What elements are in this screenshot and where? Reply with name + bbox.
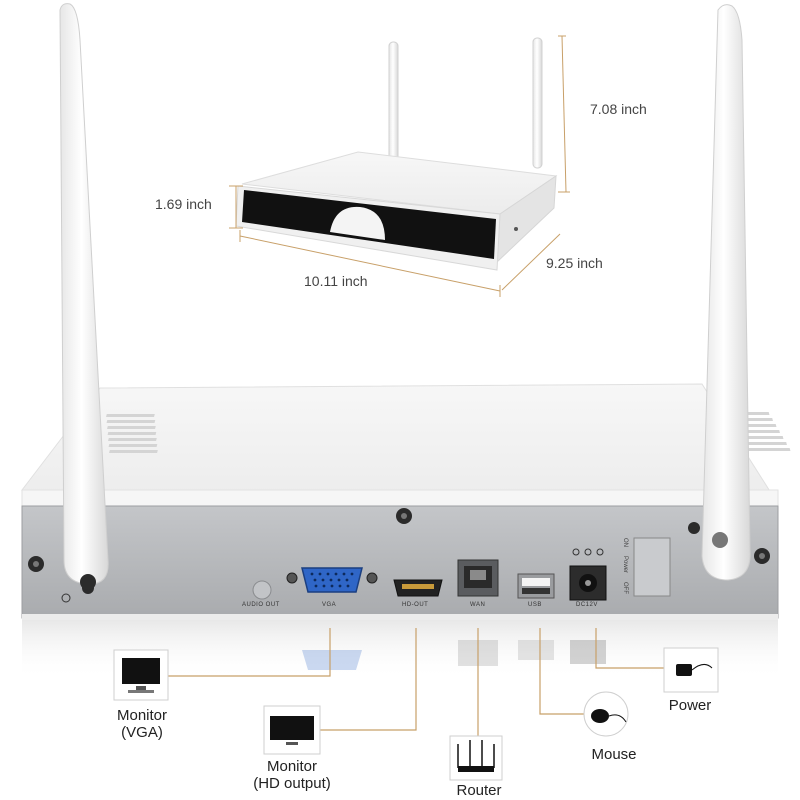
antenna-left <box>59 3 109 585</box>
audio-out-label: AUDIO OUT <box>242 602 280 608</box>
power-switch <box>633 537 671 597</box>
dimension-height-label: 7.08 inch <box>590 101 647 117</box>
antenna-right <box>701 4 751 581</box>
router-label: Router <box>456 782 502 799</box>
wan-port <box>457 559 499 597</box>
usb-label: USB <box>528 602 542 608</box>
dimension-lines <box>229 35 570 297</box>
small-nvr-front-notch <box>330 206 385 240</box>
power-label: Power <box>668 697 712 714</box>
monitor-vga-line1: Monitor <box>116 707 168 724</box>
small-antenna-right <box>532 37 543 169</box>
mouse-icon <box>583 691 629 737</box>
large-nvr <box>21 383 791 680</box>
small-antenna-left <box>388 41 399 163</box>
power-adapter-icon <box>663 647 719 693</box>
monitor-vga-label: Monitor (VGA) <box>102 707 182 741</box>
vga-label: VGA <box>322 602 337 608</box>
monitor-vga-icon <box>113 649 169 701</box>
mouse-label: Mouse <box>591 746 637 763</box>
dimension-width-label: 10.11 inch <box>304 273 368 289</box>
large-antennas <box>59 3 751 590</box>
dimension-depth-left-label: 1.69 inch <box>155 196 212 212</box>
monitor-hd-line1: Monitor <box>266 758 318 775</box>
device-icons <box>113 647 719 781</box>
callout-lines <box>168 628 664 736</box>
monitor-vga-line2: (VGA) <box>121 724 163 741</box>
usb-port <box>517 573 555 599</box>
switch-power-label: Power <box>622 556 628 574</box>
dc-power-jack <box>569 548 607 601</box>
monitor-hd-label: Monitor (HD output) <box>240 758 344 792</box>
switch-off-label: OFF <box>622 582 628 594</box>
dimension-depth-right-label: 9.25 inch <box>546 255 603 271</box>
monitor-hd-icon <box>263 705 321 755</box>
router-icon <box>449 735 503 781</box>
vga-port <box>286 567 378 593</box>
wan-label: WAN <box>470 602 486 608</box>
hdmi-port <box>393 579 443 597</box>
hd-out-label: HD-OUT <box>402 602 429 608</box>
dc12v-label: DC12V <box>576 602 598 608</box>
audio-out-jack <box>252 580 272 600</box>
switch-on-label: ON <box>622 538 628 547</box>
monitor-hd-line2: (HD output) <box>253 775 331 792</box>
small-nvr <box>235 37 558 271</box>
